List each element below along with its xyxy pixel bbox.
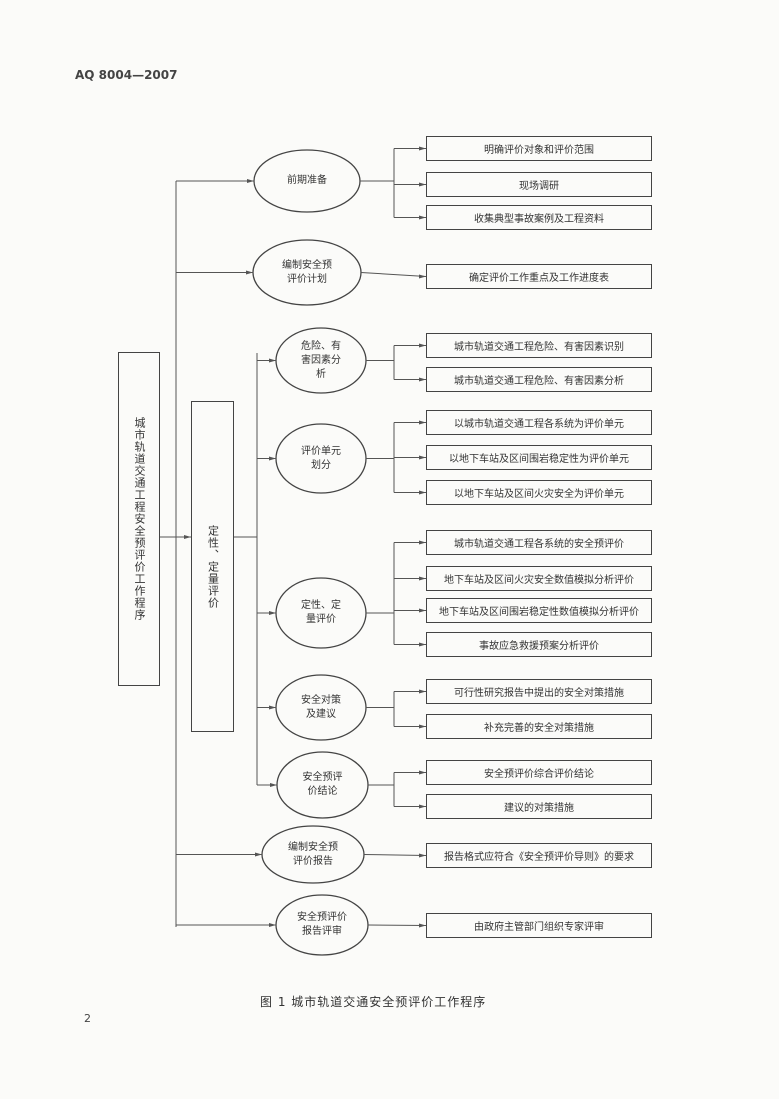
activity-box: 安全预评价综合评价结论	[426, 760, 652, 785]
arrowhead-icon	[247, 179, 254, 183]
activity-box: 确定评价工作重点及工作进度表	[426, 264, 652, 289]
step-label: 安全对策及建议	[301, 694, 341, 720]
arrowhead-icon	[269, 456, 276, 461]
activity-box: 明确评价对象和评价范围	[426, 136, 652, 161]
arrowhead-icon	[419, 608, 426, 613]
arrowhead-icon	[419, 455, 426, 460]
step-label: 安全预评价报告评审	[297, 912, 347, 937]
activity-box: 由政府主管部门组织专家评审	[426, 913, 652, 938]
arrowhead-icon	[184, 535, 191, 539]
activity-box: 建议的对策措施	[426, 794, 652, 819]
arrowhead-icon	[419, 377, 426, 382]
activity-box: 可行性研究报告中提出的安全对策措施	[426, 679, 652, 704]
activity-box: 地下车站及区间围岩稳定性数值模拟分析评价	[426, 598, 652, 623]
connector-line	[360, 272, 427, 277]
arrowhead-icon	[246, 270, 253, 275]
activity-box: 以地下车站及区间围岩稳定性为评价单元	[426, 445, 652, 470]
arrowhead-icon	[419, 804, 426, 809]
arrowhead-icon	[419, 490, 426, 495]
step-label: 编制安全预评价报告	[288, 841, 338, 867]
standard-number: AQ 8004—2007	[75, 68, 178, 82]
activity-box: 报告格式应符合《安全预评价导则》的要求	[426, 843, 652, 868]
arrowhead-icon	[419, 274, 426, 279]
arrowhead-icon	[255, 852, 262, 857]
arrowhead-icon	[270, 783, 277, 787]
arrowhead-icon	[419, 343, 426, 348]
figure-caption: 图 1 城市轨道交通安全预评价工作程序	[260, 995, 487, 1009]
arrowhead-icon	[419, 215, 426, 220]
arrowhead-icon	[419, 540, 426, 545]
step-label: 编制安全预评价计划	[282, 259, 332, 285]
activity-box: 事故应急救援预案分析评价	[426, 632, 652, 657]
activity-box: 补充完善的安全对策措施	[426, 714, 652, 739]
arrowhead-icon	[269, 705, 276, 710]
arrowhead-icon	[419, 770, 426, 775]
step-label: 评价单元划分	[301, 445, 341, 471]
connector-line	[363, 854, 427, 856]
activity-box: 收集典型事故案例及工程资料	[426, 205, 652, 230]
arrowhead-icon	[269, 923, 276, 927]
arrowhead-icon	[419, 923, 426, 928]
activity-box: 城市轨道交通工程危险、有害因素识别	[426, 333, 652, 358]
arrowhead-icon	[419, 576, 426, 581]
arrowhead-icon	[419, 689, 426, 694]
arrowhead-icon	[419, 642, 426, 647]
root-process-box: 城市轨道交通工程安全预评价工作程序	[118, 352, 160, 686]
arrowhead-icon	[419, 182, 426, 187]
arrowhead-icon	[269, 358, 276, 363]
activity-box: 以城市轨道交通工程各系统为评价单元	[426, 410, 652, 435]
activity-box: 城市轨道交通工程各系统的安全预评价	[426, 530, 652, 555]
step-label: 定性、定量评价	[301, 600, 341, 625]
arrowhead-icon	[419, 146, 426, 151]
page-number: 2	[84, 1012, 91, 1025]
connector-line	[367, 924, 427, 926]
activity-box: 城市轨道交通工程危险、有害因素分析	[426, 367, 652, 392]
step-label: 前期准备	[287, 175, 327, 186]
activity-box: 地下车站及区间火灾安全数值模拟分析评价	[426, 566, 652, 591]
qualitative-quantitative-box: 定性、定量评价	[191, 401, 234, 732]
step-label: 安全预评价结论	[302, 772, 343, 797]
activity-box: 现场调研	[426, 172, 652, 197]
activity-box: 以地下车站及区间火灾安全为评价单元	[426, 480, 652, 505]
step-label: 危险、有害因素分析	[301, 340, 341, 380]
arrowhead-icon	[419, 724, 426, 729]
arrowhead-icon	[419, 420, 426, 425]
arrowhead-icon	[269, 611, 276, 615]
arrowhead-icon	[419, 853, 426, 858]
